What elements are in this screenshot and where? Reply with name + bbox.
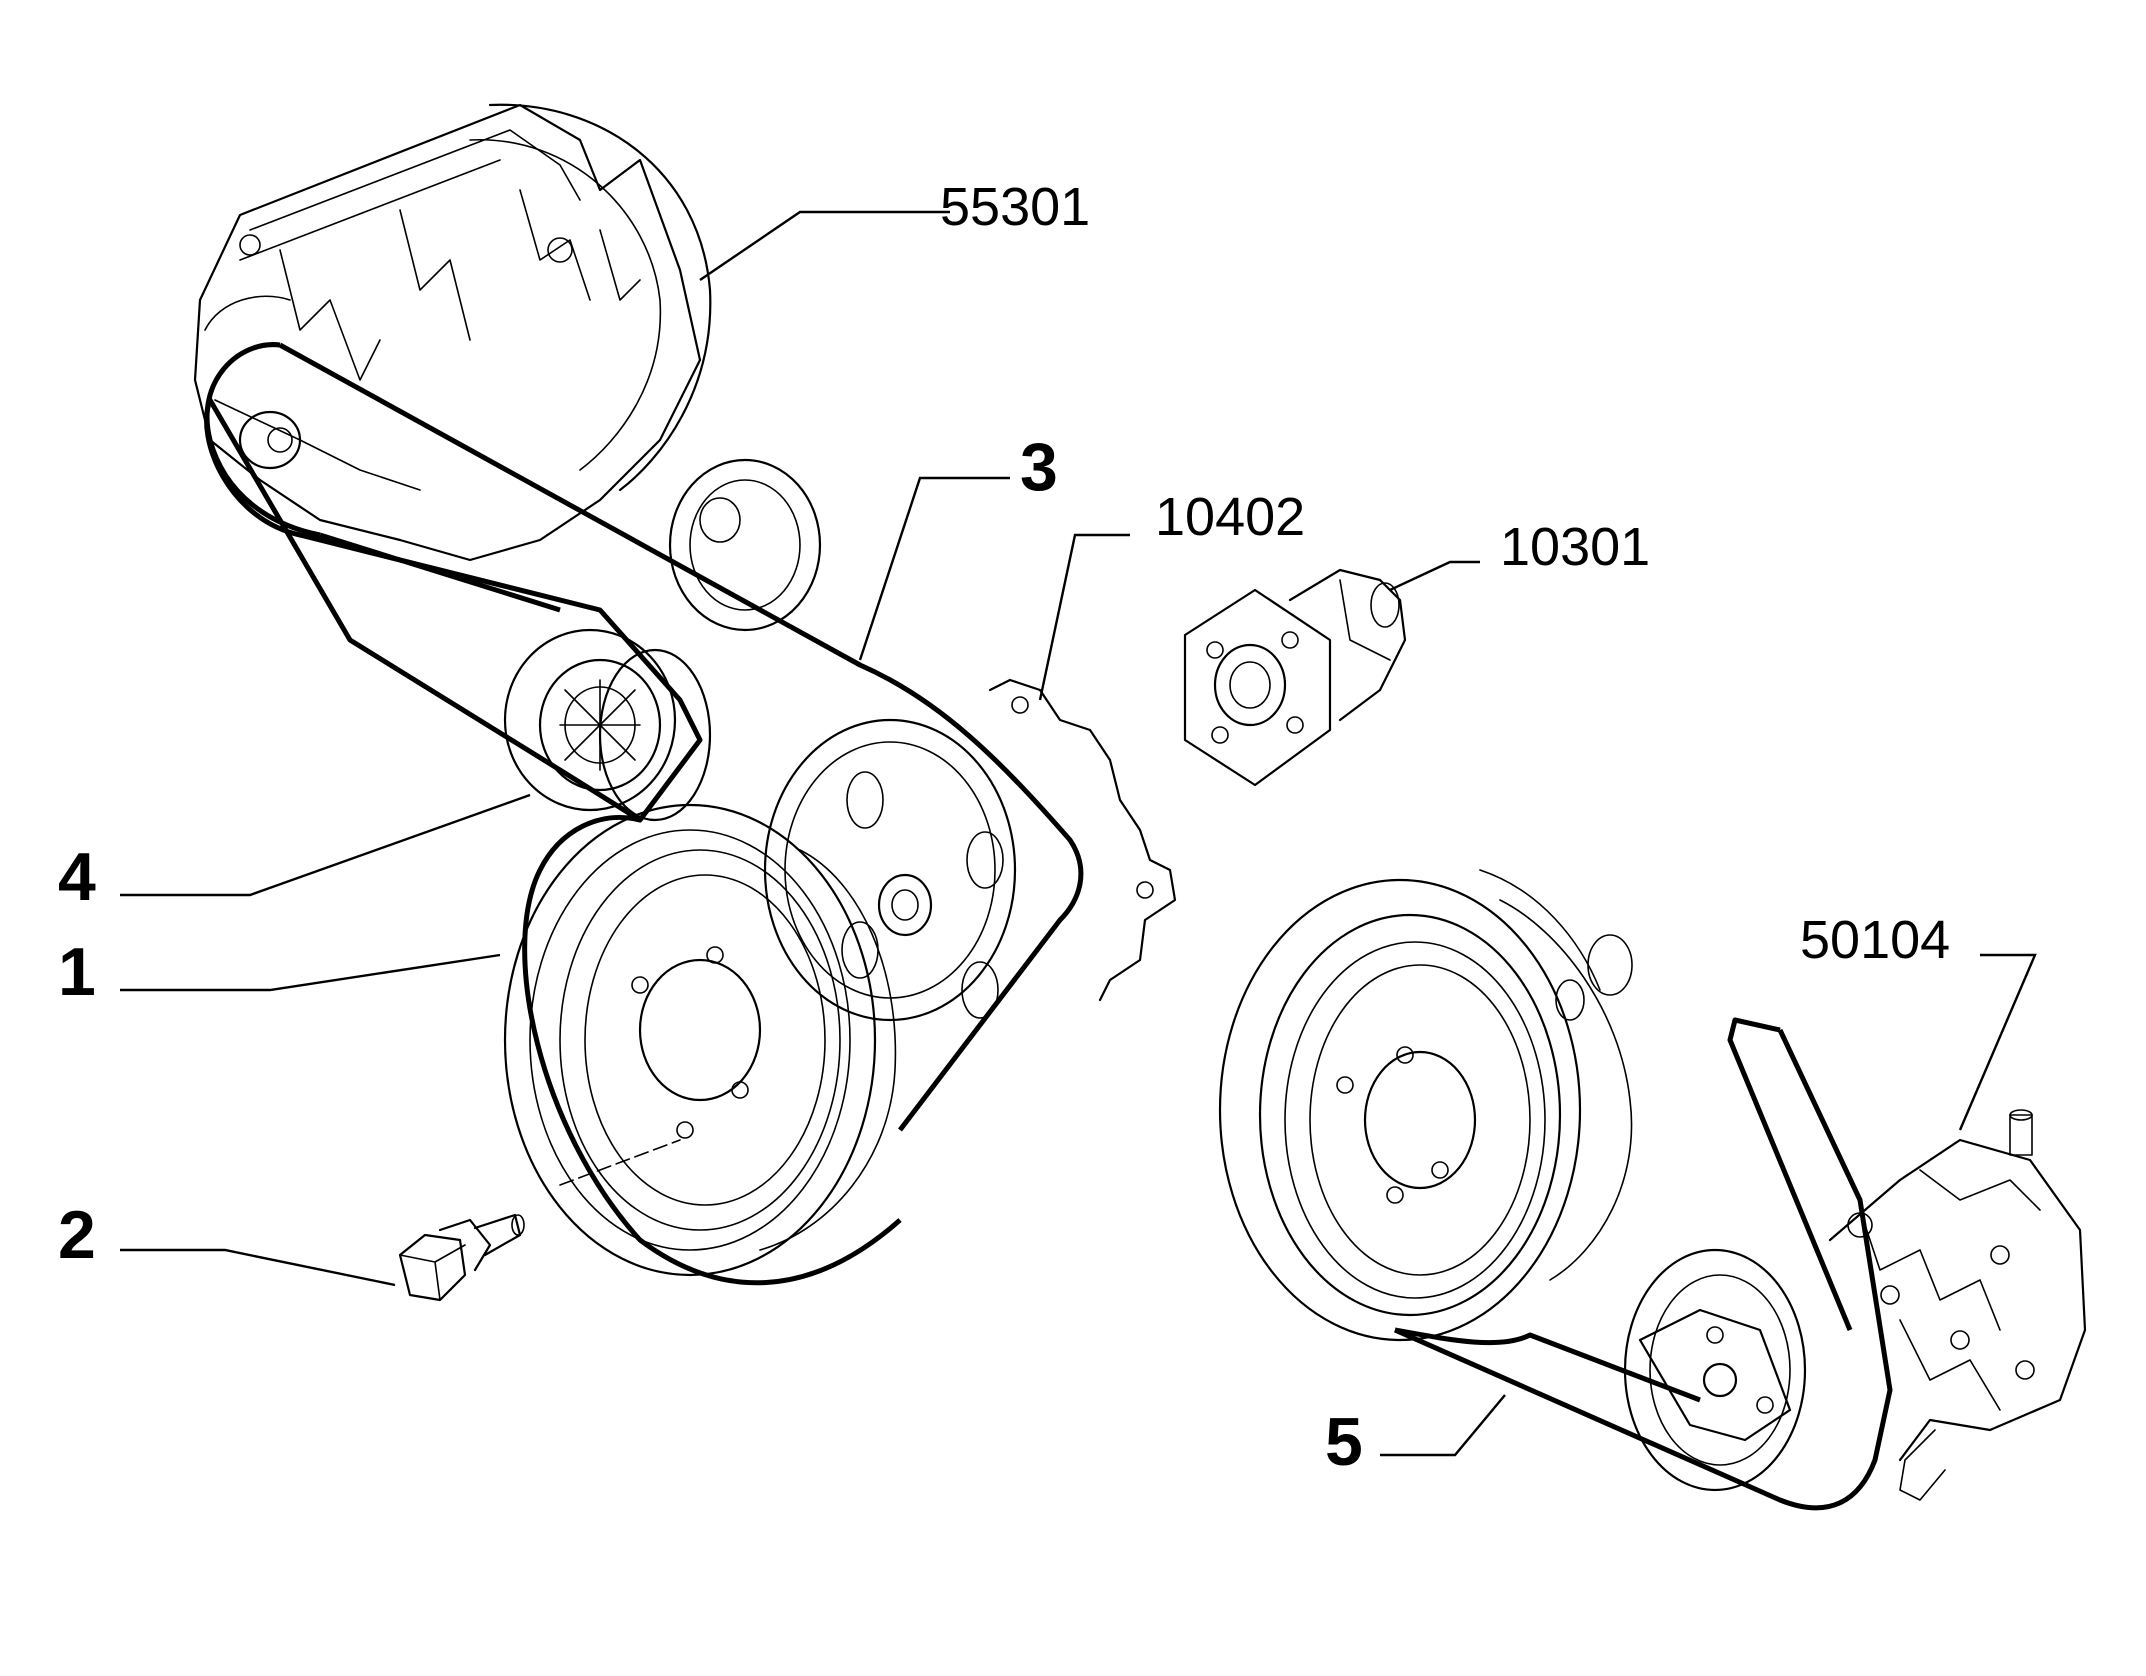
- label-10402: 10402: [1155, 487, 1305, 547]
- pulley-bolt: [398, 1213, 525, 1302]
- leader-5: [1380, 1394, 1506, 1457]
- leader-2: [120, 1248, 396, 1287]
- ac-drive-belt: [1393, 1017, 1893, 1511]
- leader-50104: [1958, 953, 2037, 1131]
- idler-pulley: [503, 628, 712, 822]
- leader-55301: [699, 210, 950, 281]
- drive-belt-main: [204, 342, 1084, 1286]
- label-50104: 50104: [1800, 910, 1950, 970]
- alternator-pulley: [204, 397, 703, 823]
- leader-lines: [120, 210, 2037, 1457]
- label-3: 3: [1020, 429, 1058, 505]
- label-2: 2: [58, 1197, 96, 1273]
- leader-3: [858, 476, 1010, 661]
- label-1: 1: [58, 934, 96, 1010]
- callout-labels: 55301 3 10402 10301 4 1 2 50104 5: [58, 177, 1950, 1480]
- leader-10301: [1389, 560, 1480, 592]
- ac-drive-pulley: [1218, 869, 1633, 1342]
- leader-1: [120, 953, 501, 992]
- leader-10402: [1038, 533, 1130, 701]
- label-55301: 55301: [940, 177, 1090, 237]
- alternator: [193, 103, 712, 562]
- thermostat-housing: [1183, 568, 1407, 787]
- water-pump-pulley: [763, 678, 1177, 1022]
- tensioner-pulley: [668, 458, 822, 632]
- label-10301: 10301: [1500, 517, 1650, 577]
- label-4: 4: [58, 839, 96, 915]
- crankshaft-pulley: [503, 803, 897, 1277]
- ac-compressor: [1623, 1109, 2087, 1501]
- label-5: 5: [1325, 1404, 1363, 1480]
- leader-4: [120, 793, 531, 897]
